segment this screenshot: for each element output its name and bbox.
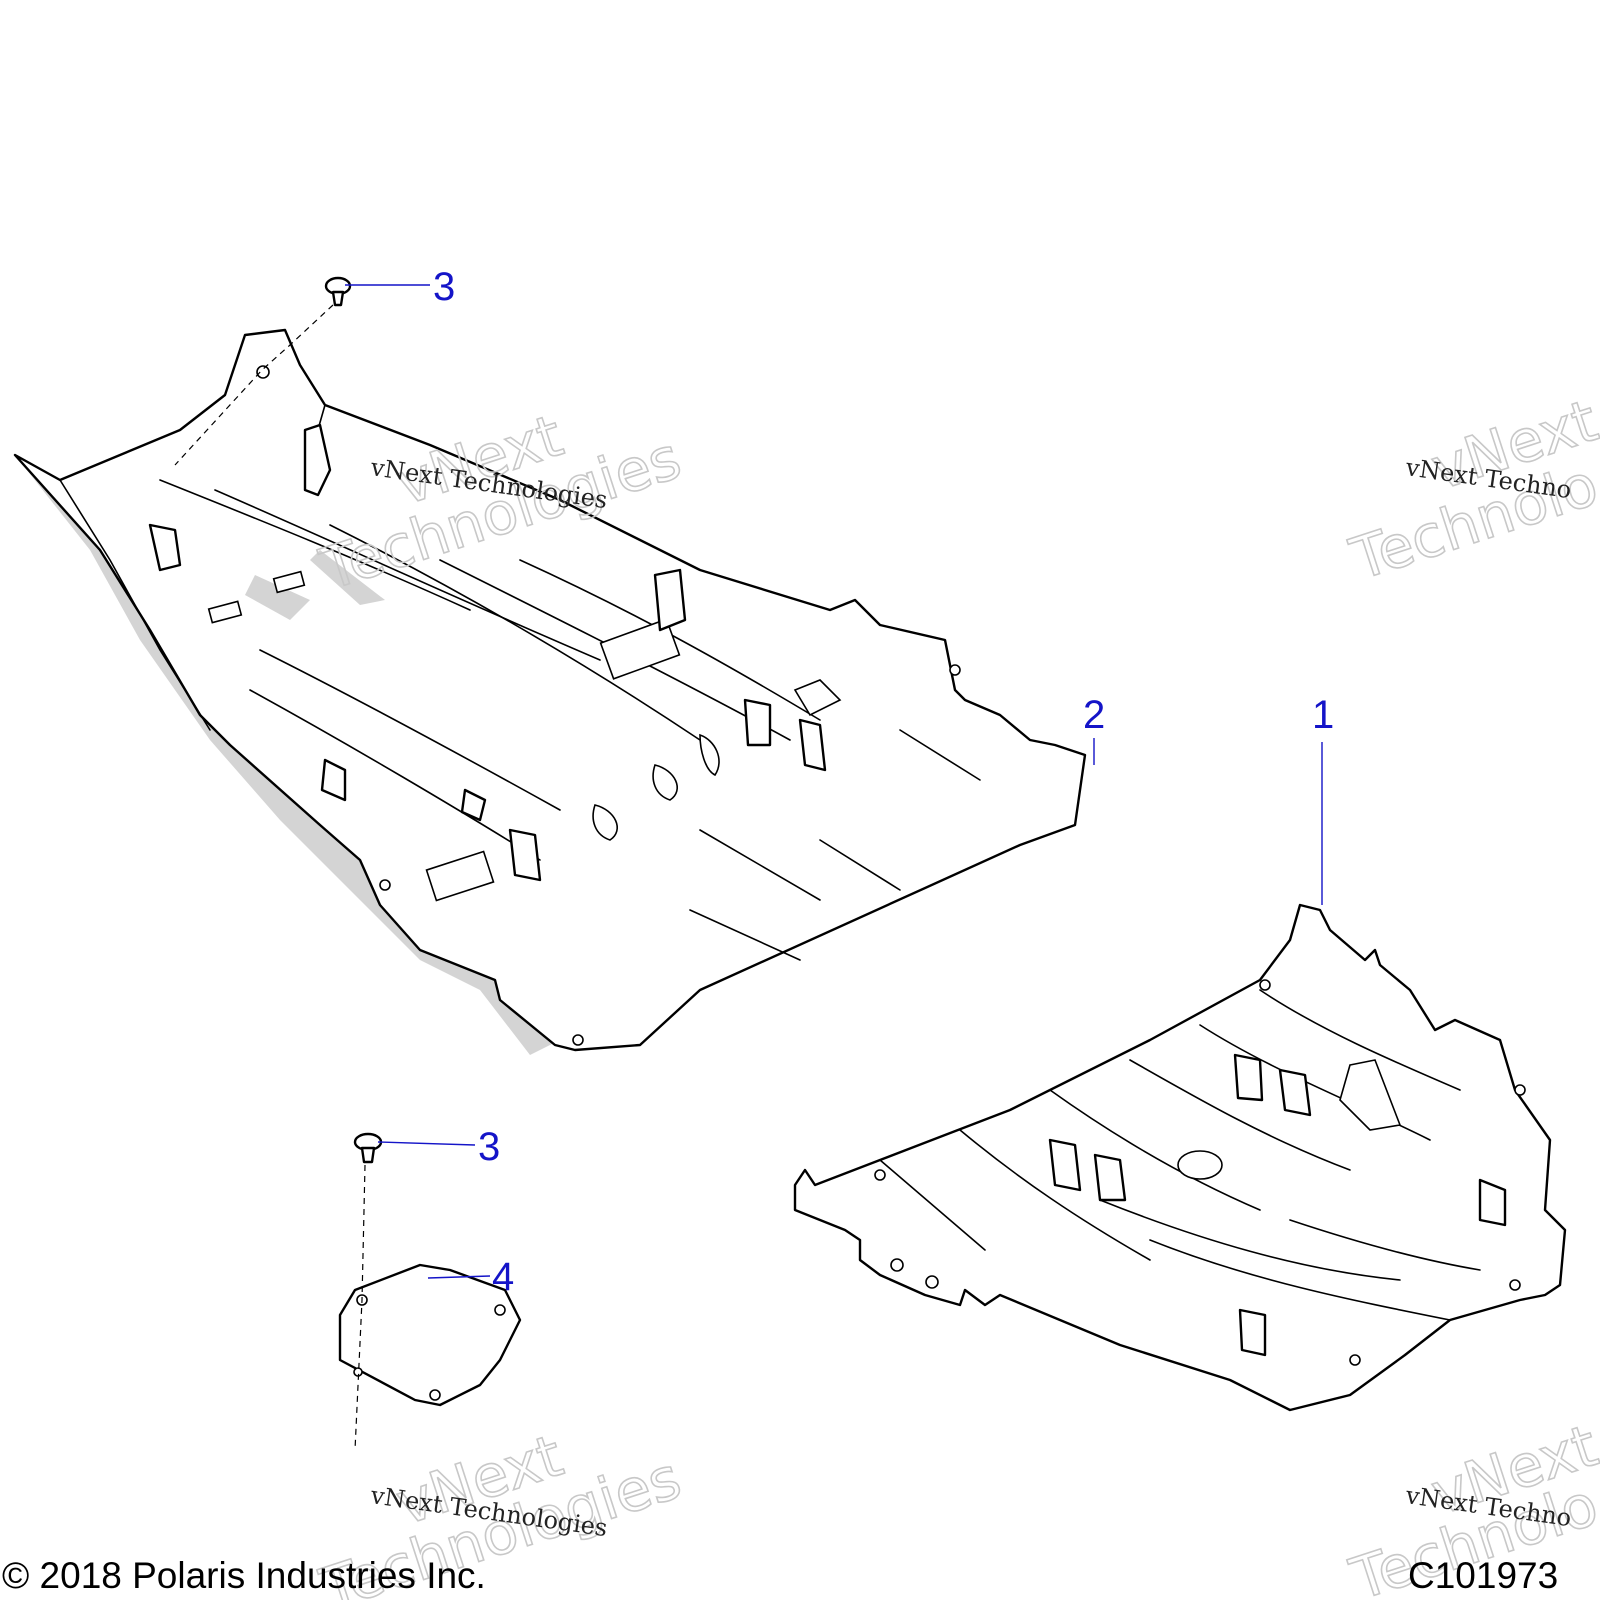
skid-plate-small [793, 903, 1567, 1412]
callout-1: 1 [1312, 693, 1334, 737]
watermark-top-right: vNext Technolo vNext Techno [1342, 385, 1600, 594]
leader-line-3-bottom [377, 1141, 476, 1146]
screw-top [324, 276, 352, 307]
copyright-text: © 2018 Polaris Industries Inc. [2, 1555, 486, 1596]
assembly-line-bottom [354, 1164, 366, 1451]
assembly-line-top [174, 304, 334, 466]
figure-code: C101973 [1408, 1555, 1558, 1596]
cover-plate [338, 1263, 522, 1407]
skid-plate-large [13, 328, 1087, 1055]
callout-4: 4 [492, 1255, 514, 1299]
callout-3-bottom: 3 [478, 1125, 500, 1169]
leader-line-4 [427, 1275, 491, 1279]
callout-3-top: 3 [433, 265, 455, 309]
screw-bottom [353, 1132, 383, 1164]
callout-2: 2 [1083, 693, 1105, 737]
